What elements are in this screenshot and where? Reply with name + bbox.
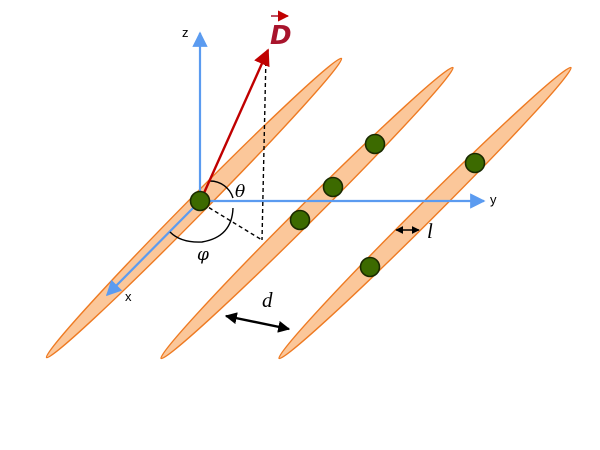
z-axis-label: z xyxy=(182,25,189,40)
particle-chain2-top xyxy=(364,133,386,155)
vector-d-arrow xyxy=(202,48,270,194)
chain-3 xyxy=(278,66,572,360)
phi-label: φ xyxy=(197,245,209,265)
vector-d-label: D xyxy=(270,21,292,51)
x-axis xyxy=(105,200,201,297)
particle-origin xyxy=(189,190,211,212)
y-axis-label: y xyxy=(490,192,497,207)
chain-group xyxy=(45,57,572,360)
phi-arc xyxy=(169,207,234,243)
spacing-arrow xyxy=(224,312,291,333)
particle-chain2-bottom xyxy=(289,209,311,231)
particle-chain3-bottom xyxy=(359,256,381,278)
projection-horizontal xyxy=(202,203,263,241)
particle-chain2-middle xyxy=(322,176,344,198)
theta-arc xyxy=(209,180,234,199)
particle-group xyxy=(189,133,486,278)
theta-label: θ xyxy=(235,182,245,202)
particle-chain3-top xyxy=(464,152,486,174)
x-axis-label: x xyxy=(125,289,132,304)
projection-vertical xyxy=(261,54,267,241)
length-label: l xyxy=(427,219,433,243)
spacing-label: d xyxy=(262,288,273,312)
